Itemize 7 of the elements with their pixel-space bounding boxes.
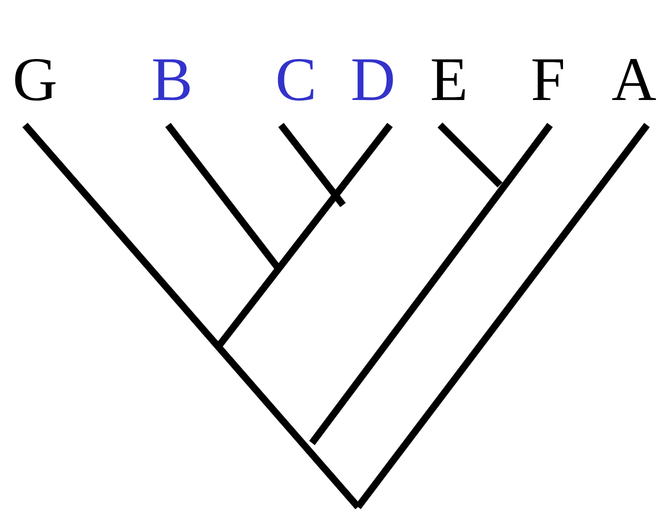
taxon-label: G bbox=[15, 58, 56, 101]
taxon-label: A bbox=[612, 59, 656, 100]
taxon-label: F bbox=[532, 59, 563, 100]
taxon-label: E bbox=[432, 59, 465, 100]
taxon-label: D bbox=[352, 59, 393, 100]
taxon-label: B bbox=[153, 59, 190, 100]
taxon-label: C bbox=[278, 58, 314, 101]
